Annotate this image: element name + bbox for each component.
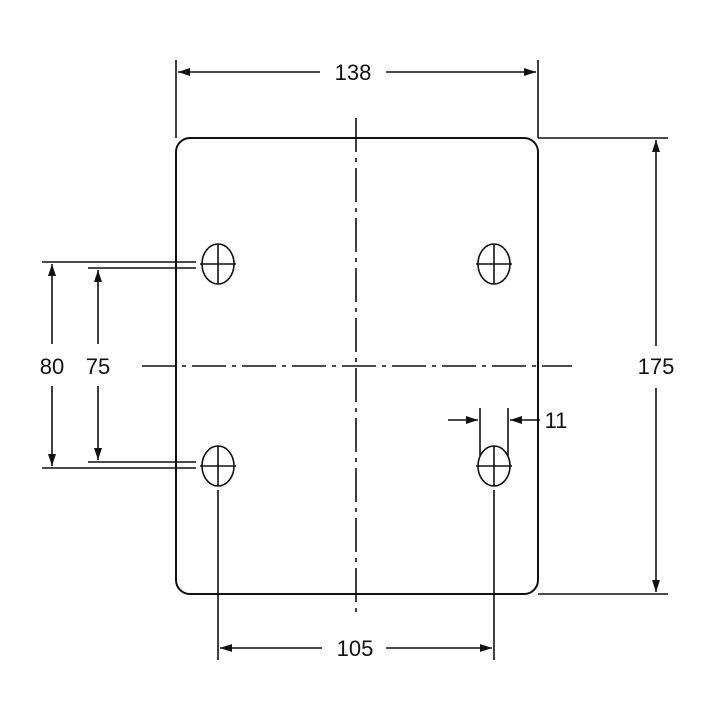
hole-top-right	[476, 243, 512, 285]
label-width: 138	[335, 60, 372, 85]
hole-bottom-right	[476, 445, 512, 487]
hole-bottom-left	[200, 445, 236, 487]
dimension-slot-width	[448, 408, 540, 456]
dimension-horizontal-spacing	[217, 490, 495, 660]
label-inner-spacing: 75	[86, 354, 110, 379]
label-height: 175	[638, 354, 675, 379]
label-slot-width: 11	[545, 408, 568, 433]
dimension-width	[175, 60, 539, 138]
hole-top-left	[200, 243, 236, 285]
label-horizontal-spacing: 105	[337, 636, 374, 661]
dimension-height	[538, 137, 668, 595]
label-outer-spacing: 80	[40, 354, 64, 379]
dimension-outer-spacing	[42, 261, 196, 469]
dimension-inner-spacing	[88, 267, 196, 463]
